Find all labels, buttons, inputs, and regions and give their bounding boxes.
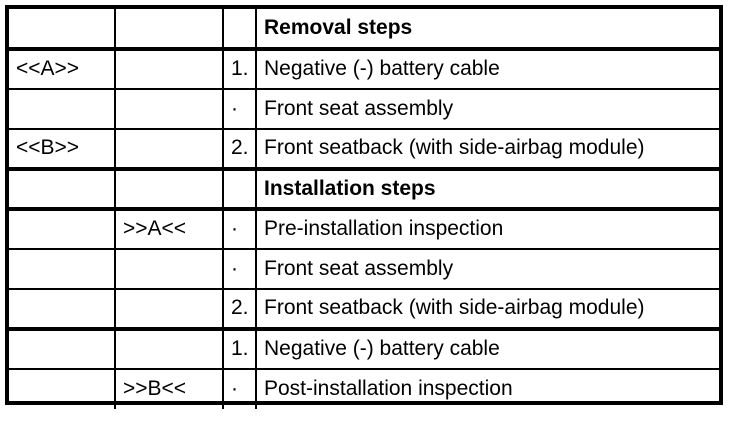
cell-marker-a [9, 369, 116, 409]
cell-marker-b [115, 329, 224, 370]
steps-table-container: Removal steps <<A>> 1. Negative (-) batt… [5, 5, 723, 409]
cell-marker-a [9, 329, 116, 370]
cell-marker-a [9, 89, 116, 130]
table-row: · Front seat assembly [9, 249, 719, 290]
cell-marker-a [9, 167, 116, 211]
cell-marker-b [115, 249, 224, 290]
cell-step-description: Front seatback (with side-airbag module) [256, 129, 719, 171]
cell-marker-a [9, 289, 116, 331]
cell-step-number: 1. [223, 49, 257, 90]
cell-marker-a: <<A>> [9, 49, 116, 90]
table-row: >>B<< · Post-installation inspection [9, 369, 719, 409]
table-body: Removal steps <<A>> 1. Negative (-) batt… [9, 9, 719, 409]
cell-marker-b [115, 167, 224, 211]
cell-step-number: · [223, 89, 257, 130]
table-row: >>A<< · Pre-installation inspection [9, 209, 719, 250]
cell-step-number: 2. [223, 129, 257, 171]
table-row: <<A>> 1. Negative (-) battery cable [9, 49, 719, 90]
cell-step-description: Front seat assembly [256, 249, 719, 290]
cell-marker-b [115, 49, 224, 90]
section-header-removal: Removal steps [256, 9, 719, 51]
cell-marker-b [115, 9, 224, 51]
cell-step-description: Front seatback (with side-airbag module) [256, 289, 719, 331]
cell-step-number: · [223, 249, 257, 290]
table-row: 1. Negative (-) battery cable [9, 329, 719, 370]
cell-step-description: Negative (-) battery cable [256, 49, 719, 90]
cell-step-description: Pre-installation inspection [256, 209, 719, 250]
table-row: <<B>> 2. Front seatback (with side-airba… [9, 129, 719, 171]
table-row: · Front seat assembly [9, 89, 719, 130]
cell-step-number [223, 167, 257, 211]
cell-step-number: · [223, 209, 257, 250]
table-row: Removal steps [9, 9, 719, 51]
cell-step-description: Negative (-) battery cable [256, 329, 719, 370]
cell-step-description: Front seat assembly [256, 89, 719, 130]
cell-marker-a [9, 9, 116, 51]
cell-marker-b [115, 89, 224, 130]
cell-marker-b [115, 289, 224, 331]
cell-marker-b [115, 129, 224, 171]
table-row: Installation steps [9, 167, 719, 211]
table-row: 2. Front seatback (with side-airbag modu… [9, 289, 719, 331]
cell-marker-b: >>B<< [115, 369, 224, 409]
cell-marker-a [9, 249, 116, 290]
removal-installation-steps-table: Removal steps <<A>> 1. Negative (-) batt… [9, 9, 719, 409]
cell-step-description: Post-installation inspection [264, 377, 513, 401]
cell-marker-a: <<B>> [9, 129, 116, 171]
cell-step-number: · [223, 369, 257, 409]
cell-step-number: 2. [223, 289, 257, 331]
cell-step-number [223, 9, 257, 51]
section-header-installation: Installation steps [256, 167, 719, 211]
cell-marker-b: >>A<< [115, 209, 224, 250]
cell-step-number: 1. [223, 329, 257, 370]
cell-marker-a [9, 209, 116, 250]
